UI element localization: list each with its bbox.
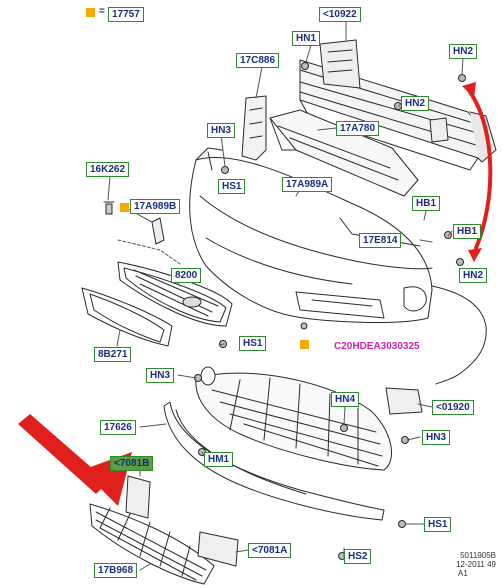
label-01920: <01920 xyxy=(432,400,474,415)
marker-bracket xyxy=(120,203,129,212)
label-7081a: <7081A xyxy=(248,543,292,558)
label-hn3-top: HN3 xyxy=(207,123,236,138)
energy-absorber xyxy=(269,109,419,197)
label-hn1: HN1 xyxy=(292,31,321,46)
grille-surround xyxy=(81,287,173,347)
fastener-16k262 xyxy=(103,201,115,215)
legend-equals: = xyxy=(99,6,105,17)
label-hs1-top: HS1 xyxy=(218,179,246,194)
callout-part-number: C20HDEA3030325 xyxy=(334,341,420,352)
label-17626: 17626 xyxy=(100,420,136,435)
label-hn2-right: HN2 xyxy=(459,268,488,283)
label-hn3-mid: HN3 xyxy=(146,368,175,383)
label-hs1-mid: HS1 xyxy=(239,336,267,351)
label-hb1-a: HB1 xyxy=(412,196,441,211)
bracket-7081a xyxy=(197,531,239,567)
label-hn2-top: HN2 xyxy=(449,44,478,59)
side-bracket xyxy=(241,95,267,161)
marker-bumper xyxy=(300,340,309,349)
lower-grille xyxy=(89,503,215,585)
label-8b271: 8B271 xyxy=(94,347,132,362)
upper-grille xyxy=(117,261,233,327)
wiring-harness xyxy=(431,285,487,385)
label-hn3-low: HN3 xyxy=(422,430,451,445)
label-hb1-b: HB1 xyxy=(453,224,482,239)
label-17c886: 17C886 xyxy=(236,53,280,68)
footer-block: 5011905B 12-2011 49 A1 xyxy=(430,551,496,578)
label-hm1: HM1 xyxy=(204,452,234,467)
bracket-7081b xyxy=(125,475,151,519)
label-hn2-mid: HN2 xyxy=(401,96,430,111)
label-10922: <10922 xyxy=(319,7,361,22)
label-hn4: HN4 xyxy=(331,392,360,407)
label-hs2: HS2 xyxy=(344,549,372,564)
label-17a989a: 17A989A xyxy=(282,177,333,192)
label-16k262: 16K262 xyxy=(86,162,130,177)
arrowhead-top xyxy=(462,82,476,98)
red-double-arrow xyxy=(468,90,493,250)
legend-marker xyxy=(86,8,95,17)
label-17b968: 17B968 xyxy=(94,563,138,578)
label-hs1-low: HS1 xyxy=(424,517,452,532)
label-17a989b: 17A989B xyxy=(130,199,181,214)
fog-lamp-bracket xyxy=(385,387,423,415)
label-17e814: 17E814 xyxy=(359,233,402,248)
footer-line-1: 5011905B xyxy=(460,551,496,560)
legend-code: 17757 xyxy=(108,7,144,22)
footer-line-3: A1 xyxy=(458,569,468,578)
label-8200: 8200 xyxy=(171,268,202,283)
footer-line-2: 12-2011 49 xyxy=(456,560,496,569)
label-7081b: <7081B xyxy=(110,456,154,471)
small-bracket xyxy=(151,217,165,245)
label-17a780: 17A780 xyxy=(336,121,380,136)
arrowhead-bottom xyxy=(468,248,482,262)
